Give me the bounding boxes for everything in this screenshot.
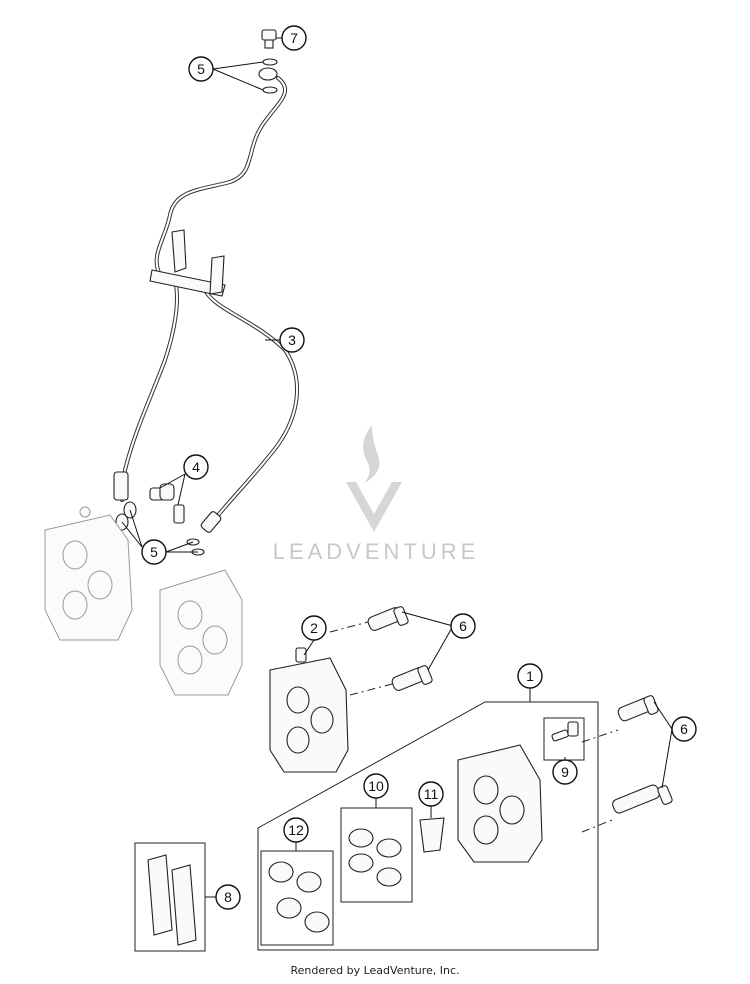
reference-caliper-right (159, 569, 243, 696)
leader-lines (121, 37, 673, 898)
pad-spring (419, 817, 445, 853)
callout-5-top: 5 (188, 56, 214, 82)
brake-pads (147, 854, 197, 946)
callout-6-upper: 6 (450, 613, 476, 639)
callout-1: 1 (517, 663, 543, 689)
brake-line-assembly (113, 67, 299, 533)
callout-2: 2 (301, 615, 327, 641)
svg-text:7: 7 (290, 30, 298, 46)
callout-6-right: 6 (671, 716, 697, 742)
svg-text:6: 6 (680, 721, 688, 737)
reference-caliper-left (44, 506, 133, 641)
callout-12: 12 (283, 817, 309, 843)
seal-ring-top-2 (262, 86, 278, 94)
svg-text:5: 5 (197, 61, 205, 77)
footer-credit: Rendered by LeadVenture, Inc. (290, 964, 460, 977)
seal-kit-box (260, 850, 334, 946)
svg-text:6: 6 (459, 618, 467, 634)
caliper-pins-right (581, 695, 673, 833)
callout-3: 3 (279, 327, 305, 353)
callout-9: 9 (552, 759, 578, 785)
svg-text:1: 1 (526, 668, 534, 684)
svg-text:8: 8 (224, 889, 232, 905)
watermark-text: LEADVENTURE (273, 539, 480, 564)
brake-caliper-kit (457, 744, 543, 863)
callout-10: 10 (363, 773, 389, 799)
bleed-valve (551, 721, 579, 742)
svg-text:5: 5 (150, 544, 158, 560)
callout-11: 11 (418, 781, 444, 807)
svg-text:11: 11 (424, 786, 439, 802)
svg-text:2: 2 (310, 620, 318, 636)
seal-kit-rings (268, 861, 330, 933)
caliper-pins-upper (329, 606, 433, 696)
callout-8: 8 (215, 884, 241, 910)
seal-ring-top-1 (262, 58, 278, 66)
brake-caliper-2 (269, 647, 349, 773)
callout-4: 4 (183, 454, 209, 480)
callout-7: 7 (281, 25, 307, 51)
banjo-bolts (149, 483, 185, 524)
svg-text:3: 3 (288, 332, 296, 348)
svg-text:12: 12 (288, 822, 304, 838)
piston-box (340, 807, 413, 903)
caliper-kit-box (257, 701, 599, 951)
callout-5-lower: 5 (141, 539, 167, 565)
bleeder-screw-top (261, 29, 277, 49)
svg-text:4: 4 (192, 459, 200, 475)
svg-text:9: 9 (561, 764, 569, 780)
svg-text:10: 10 (368, 778, 384, 794)
leadventure-watermark: LEADVENTURE (273, 425, 480, 564)
pistons (348, 828, 402, 887)
